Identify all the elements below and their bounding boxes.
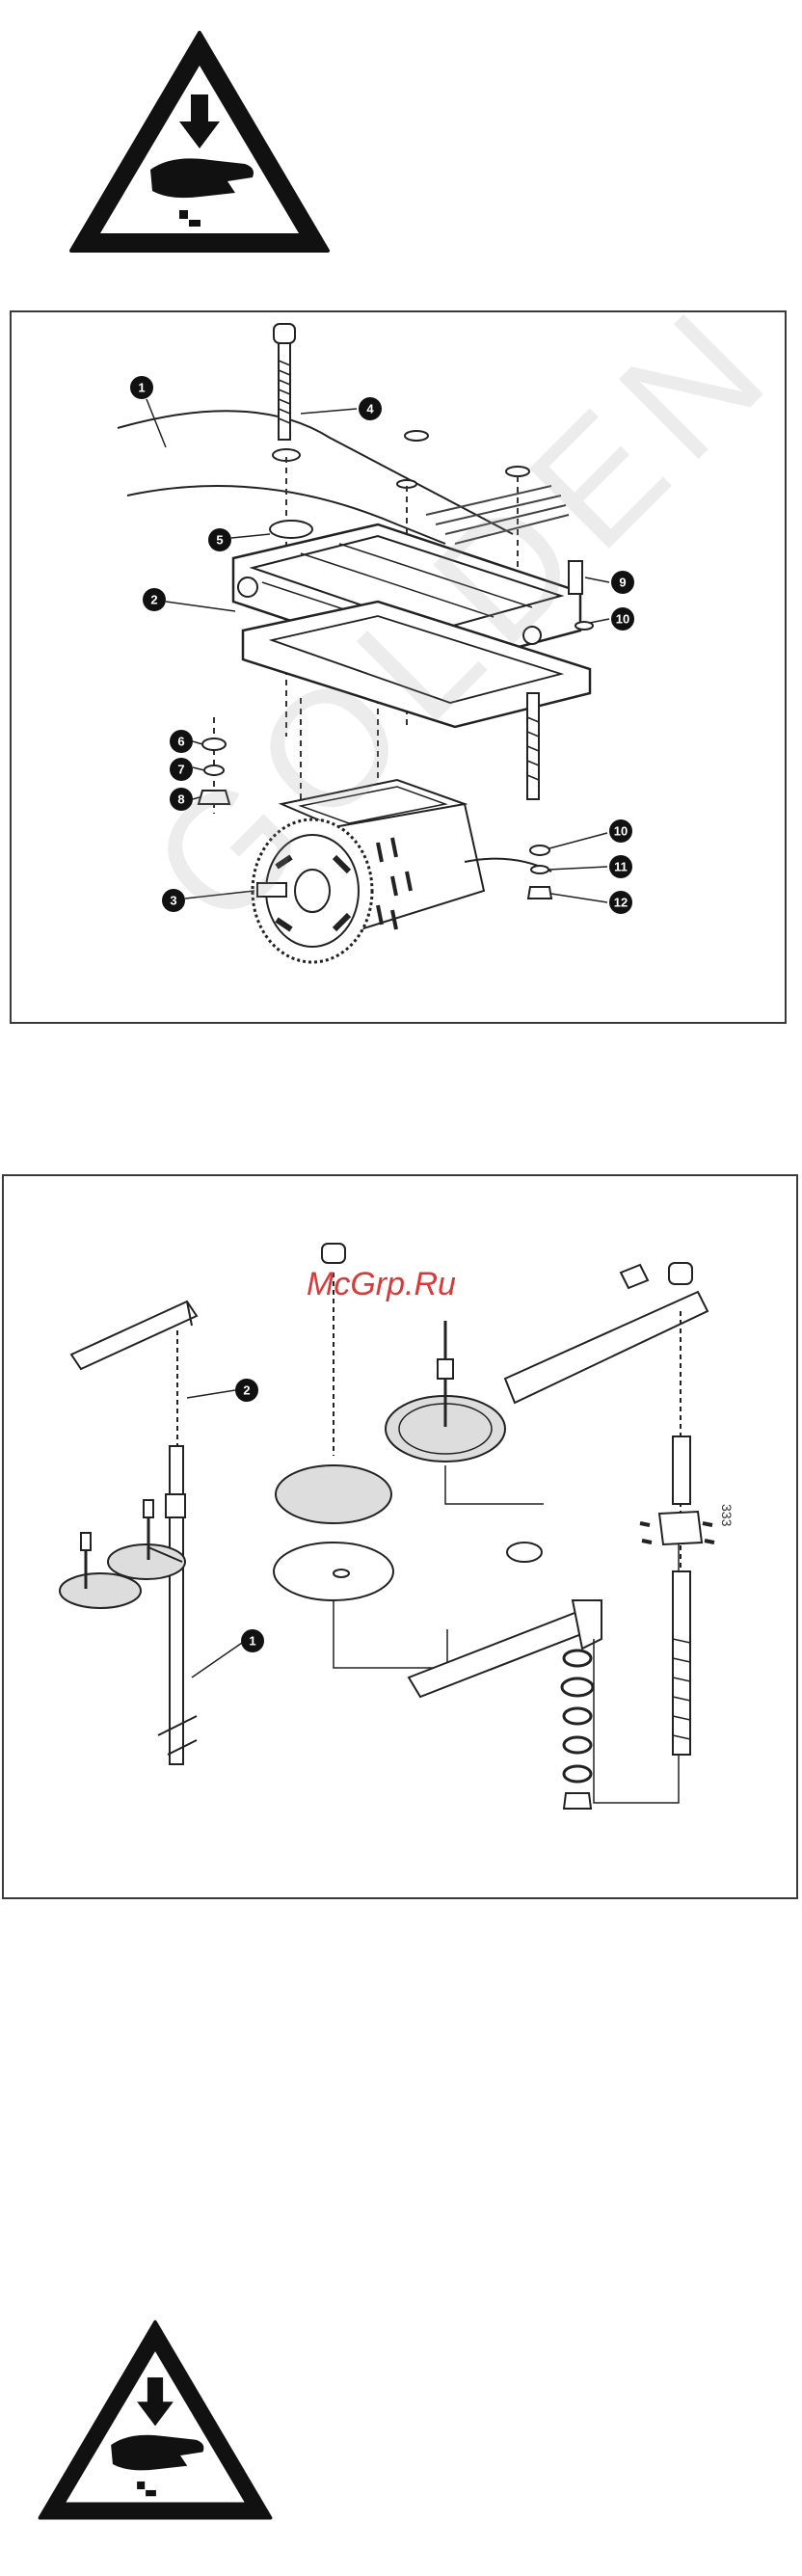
callout-10-upper: 10	[611, 607, 634, 631]
callout-7: 7	[170, 758, 193, 781]
svg-text:10: 10	[616, 612, 629, 627]
callout-1-thread: 1	[241, 1629, 264, 1652]
svg-text:12: 12	[614, 896, 628, 910]
callout-9: 9	[611, 571, 634, 594]
brand-stamp: McGrp.Ru	[307, 1266, 456, 1303]
callout-2-thread: 2	[235, 1379, 258, 1402]
callout-3: 3	[162, 889, 185, 912]
warning-sign-top	[66, 27, 334, 258]
callout-12: 12	[609, 891, 632, 914]
warning-sign-bottom	[35, 2314, 276, 2528]
svg-text:9: 9	[619, 576, 626, 590]
svg-text:4: 4	[366, 402, 374, 416]
hand-crush-warning-icon	[35, 2314, 276, 2528]
callout-8: 8	[170, 788, 193, 811]
svg-text:2: 2	[243, 1383, 250, 1398]
callout-4: 4	[359, 397, 382, 420]
callout-2: 2	[143, 588, 166, 611]
svg-text:10: 10	[614, 824, 628, 839]
svg-text:6: 6	[177, 735, 184, 749]
callout-6: 6	[170, 730, 193, 753]
svg-text:8: 8	[177, 792, 184, 807]
svg-text:1: 1	[249, 1634, 255, 1649]
svg-text:11: 11	[614, 860, 628, 874]
hand-crush-warning-icon	[66, 27, 334, 258]
callout-11: 11	[609, 855, 632, 878]
motor-installation-figure: 1 2 3 4 5 6 7 8 9 10 10 11 12	[10, 310, 787, 1024]
callout-5: 5	[208, 528, 231, 551]
svg-text:5: 5	[216, 533, 223, 548]
svg-text:3: 3	[170, 894, 176, 908]
figure-side-mark: 333	[719, 1504, 735, 1526]
callout-10-lower: 10	[609, 819, 632, 843]
callout-1: 1	[130, 376, 153, 399]
svg-text:7: 7	[177, 763, 184, 777]
svg-text:2: 2	[150, 593, 157, 607]
svg-text:1: 1	[138, 381, 145, 395]
motor-installation-drawing: 1 2 3 4 5 6 7 8 9 10 10 11 12	[12, 312, 785, 1022]
